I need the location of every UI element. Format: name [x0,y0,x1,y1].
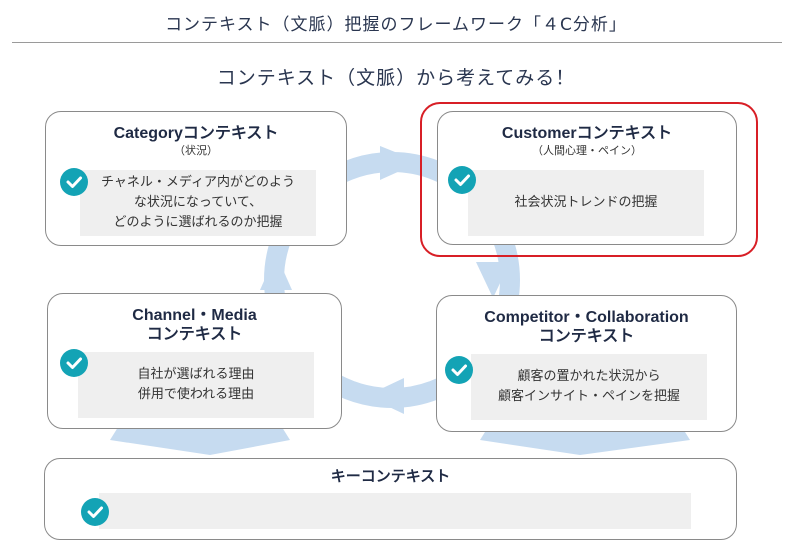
channel-media-context-title: Channel・Media コンテキスト [48,306,341,344]
check-circle-icon [448,166,476,194]
key-context-card: キーコンテキスト [44,458,737,540]
key-context-description [99,493,691,529]
channel-line-2: 併用で使われる理由 [137,387,255,402]
category-line-3: どのように選ばれるのか把握 [113,215,283,230]
competitor-title-line-1: Competitor・Collaboration [484,309,689,326]
customer-context-subtitle: （人間心理・ペイン） [532,144,642,157]
check-circle-icon [445,356,473,384]
channel-title-line-2: コンテキスト [146,326,243,343]
competitor-collaboration-context-title: Competitor・Collaboration コンテキスト [437,308,736,346]
customer-context-description: 社会状況トレンドの把握 [468,170,704,236]
competitor-line-1: 顧客の置かれた状況から [517,369,661,384]
cycle-arrowhead-bottom [366,378,404,414]
channel-media-context-card: Channel・Media コンテキスト 自社が選ばれる理由 併用で使われる理由 [47,293,342,429]
customer-line-1: 社会状況トレンドの把握 [514,195,658,210]
category-context-title: Categoryコンテキスト [113,125,279,142]
check-circle-icon [60,168,88,196]
channel-line-1: 自社が選ばれる理由 [137,367,255,382]
title-divider [12,42,782,43]
channel-title-line-1: Channel・Media [132,307,257,324]
category-line-2: な状況になっていて、 [133,195,263,210]
category-context-card: Categoryコンテキスト （状況） チャネル・メディア内がどのよう な状況に… [45,111,347,246]
competitor-line-2: 顧客インサイト・ペインを把握 [497,389,680,404]
check-circle-icon [81,498,109,526]
down-arrow-left [110,424,290,455]
customer-context-title: Customerコンテキスト [501,125,673,142]
category-context-description: チャネル・メディア内がどのよう な状況になっていて、 どのように選ばれるのか把握 [80,170,316,236]
page-subtitle: コンテキスト（文脈）から考えてみる！ [216,67,576,89]
category-line-1: チャネル・メディア内がどのよう [101,175,295,190]
cycle-arrowhead-left [260,254,292,290]
channel-media-context-description: 自社が選ばれる理由 併用で使われる理由 [78,352,314,418]
competitor-collaboration-context-description: 顧客の置かれた状況から 顧客インサイト・ペインを把握 [471,354,707,420]
key-context-title: キーコンテキスト [330,468,451,485]
page-title: コンテキスト（文脈）把握のフレームワーク「４C分析」 [165,15,627,35]
customer-context-card: Customerコンテキスト （人間心理・ペイン） 社会状況トレンドの把握 [437,111,737,245]
check-circle-icon [60,349,88,377]
cycle-arrowhead-top [380,146,420,180]
competitor-collaboration-context-card: Competitor・Collaboration コンテキスト 顧客の置かれた状… [436,295,737,432]
cycle-arrowhead-right [476,262,510,298]
competitor-title-line-2: コンテキスト [538,328,635,345]
customer-highlight-frame [420,102,758,257]
category-context-subtitle: （状況） [174,144,218,157]
